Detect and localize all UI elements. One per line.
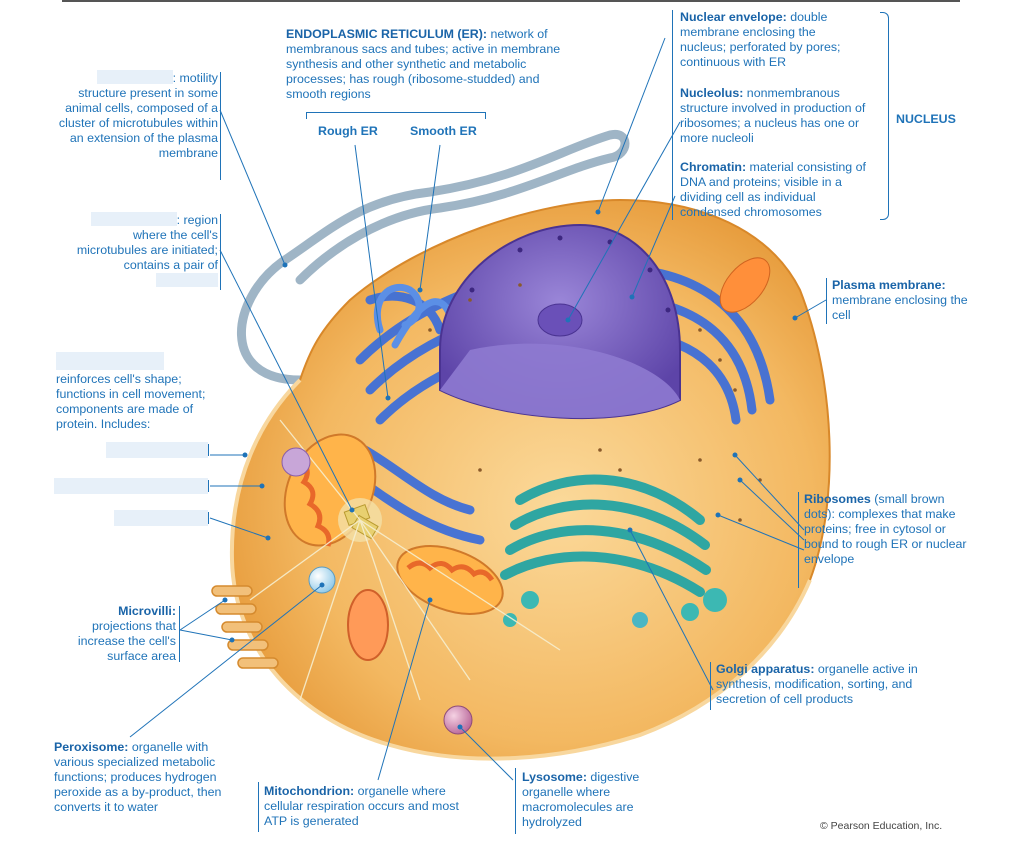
microtubules: [249, 419, 561, 701]
leader-lines: [129, 37, 827, 781]
mitochondrion-2: [396, 545, 504, 615]
smooth-er: [373, 283, 454, 349]
microfilaments-tick: [208, 444, 209, 456]
top-rule: [62, 0, 960, 2]
nucleus-left-rule: [672, 10, 673, 220]
centrosome-blank: [90, 212, 177, 226]
chromatin-label: Chromatin: material consisting of DNA an…: [680, 160, 866, 219]
centrioles-blank: [156, 273, 218, 287]
microtubules-blank: [114, 510, 208, 526]
lysosome: [443, 705, 473, 735]
centrosome-label: : region where the cell's microtubules a…: [60, 212, 218, 289]
vesicle-purple: [281, 447, 311, 477]
mitochondrion-rule: [258, 782, 259, 832]
golgi-rule: [710, 662, 711, 710]
microvilli-bracket: [179, 606, 180, 662]
nucleus-cutaway-floor: [440, 343, 680, 419]
nucleus-bracket: [880, 12, 889, 220]
nuclear-envelope-label: Nuclear envelope: double membrane enclos…: [680, 10, 841, 69]
vesicle-small: [632, 612, 648, 628]
microfilaments-blank: [106, 442, 208, 458]
mitochondrion-label: Mitochondrion: organelle where cellular …: [264, 784, 459, 828]
mitochondrion-3: [347, 589, 389, 661]
ribosomes: [428, 283, 762, 522]
microvilli-label: Microvilli:projections that increase the…: [77, 604, 176, 663]
nucleolus: [537, 303, 583, 337]
lysosome-rule: [515, 768, 516, 834]
golgi-apparatus: [500, 474, 711, 597]
plasma-membrane-rule: [826, 278, 827, 324]
centrosome-bracket: [220, 214, 221, 290]
golgi-label: Golgi apparatus: organelle active in syn…: [716, 662, 918, 706]
intermediate-filaments-blank: [54, 478, 208, 494]
ribosomes-rule: [798, 492, 799, 588]
plasma-membrane-label: Plasma membrane: membrane enclosing the …: [832, 278, 968, 322]
nucleus: [439, 223, 681, 420]
microtubules-tick: [208, 512, 209, 524]
peroxisome-label: Peroxisome: organelle with various speci…: [54, 740, 222, 814]
copyright-credit: © Pearson Education, Inc.: [820, 820, 943, 832]
cilium-blank: [96, 70, 173, 84]
nucleus-label: NUCLEUS: [896, 112, 956, 126]
nucleolus-label: Nucleolus: nonmembranous structure invol…: [680, 86, 866, 145]
microvilli: [211, 585, 279, 669]
ribosomes-label: Ribosomes (small brown dots): complexes …: [804, 492, 967, 566]
cilium-bracket: [220, 72, 221, 180]
er-bracket: [306, 112, 486, 119]
vesicle-orange: [719, 257, 771, 313]
smooth-er-label: Smooth ER: [410, 124, 477, 138]
intermediate-filaments-tick: [208, 480, 209, 492]
label-dots: [222, 209, 798, 730]
cilium-label: : motility structure present in some ani…: [58, 70, 218, 160]
er-label: ENDOPLASMIC RETICULUM (ER): network of m…: [286, 27, 561, 101]
cytoskeleton-label: reinforces cell's shape; functions in ce…: [56, 372, 206, 431]
rough-er-label: Rough ER: [318, 124, 378, 138]
cytoskeleton-blank: [56, 352, 164, 370]
golgi-vesicles: [503, 588, 727, 627]
lysosome-label: Lysosome: digestive organelle where macr…: [522, 770, 640, 829]
peroxisome: [308, 566, 336, 594]
